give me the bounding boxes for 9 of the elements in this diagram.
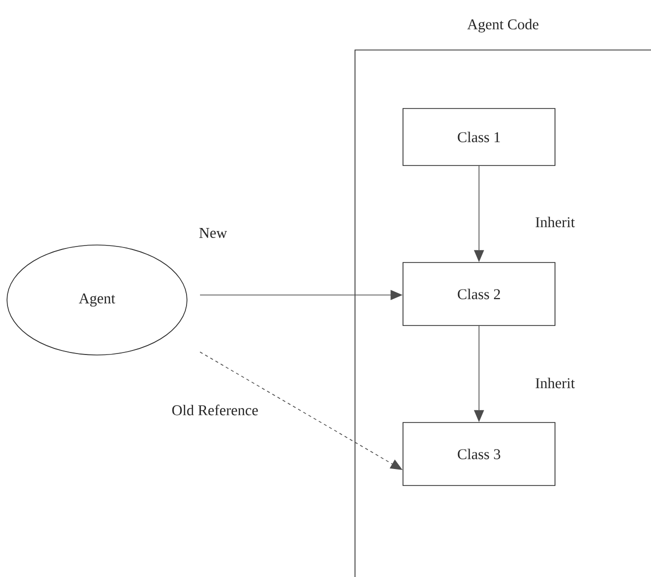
- class-box: Class 1: [402, 108, 556, 166]
- edge-label: Inherit: [536, 378, 575, 388]
- edge-label: New: [199, 228, 228, 238]
- class-box: Class 2: [402, 262, 556, 326]
- edge-label: Inherit: [536, 216, 575, 228]
- class-box: Class 3: [402, 422, 556, 486]
- container-heading: Agent Code: [467, 18, 538, 32]
- container-frame: [354, 50, 651, 577]
- edge-label: Old Reference: [172, 404, 258, 416]
